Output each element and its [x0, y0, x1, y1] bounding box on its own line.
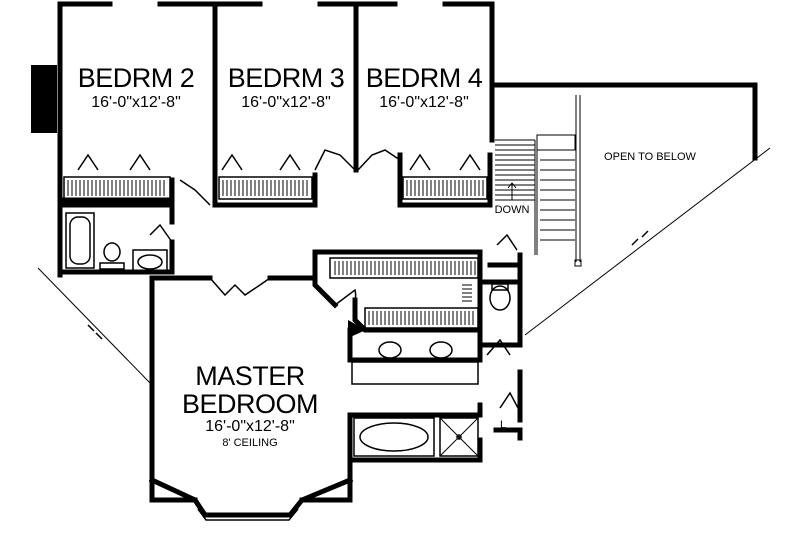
linen-label: L: [500, 419, 506, 431]
bedroom4-dims: 16'-0"x12'-8": [379, 94, 469, 111]
master-dims: 16'-0"x12'-8": [205, 418, 295, 435]
bedroom2-name: BEDRM 2: [78, 63, 195, 93]
master-ceiling: 8' CEILING: [222, 437, 277, 449]
open-area-edges: [37, 147, 771, 386]
exterior-walls: [57, 1, 758, 503]
staircase: [495, 95, 582, 267]
stairs-down-label: DOWN: [495, 204, 530, 216]
open-to-below-label: OPEN TO BELOW: [604, 151, 697, 163]
closets: [63, 153, 488, 329]
master-name-line1: MASTER: [195, 361, 305, 391]
master-name-line2: BEDROOM: [182, 389, 318, 419]
master-bath-fixtures: [351, 283, 511, 457]
hall-bath-fixtures: [65, 212, 168, 273]
doors: [149, 149, 519, 409]
bedroom3-name: BEDRM 3: [228, 63, 345, 93]
labels: BEDRM 2 16'-0"x12'-8" BEDRM 3 16'-0"x12'…: [78, 63, 697, 449]
chimney: [31, 65, 57, 133]
interior-walls: [57, 1, 523, 363]
bay-window: [148, 476, 354, 521]
bedroom4-name: BEDRM 4: [366, 63, 483, 93]
closet-wedge: [348, 320, 366, 338]
bedroom2-dims: 16'-0"x12'-8": [91, 94, 181, 111]
bedroom3-dims: 16'-0"x12'-8": [241, 94, 331, 111]
